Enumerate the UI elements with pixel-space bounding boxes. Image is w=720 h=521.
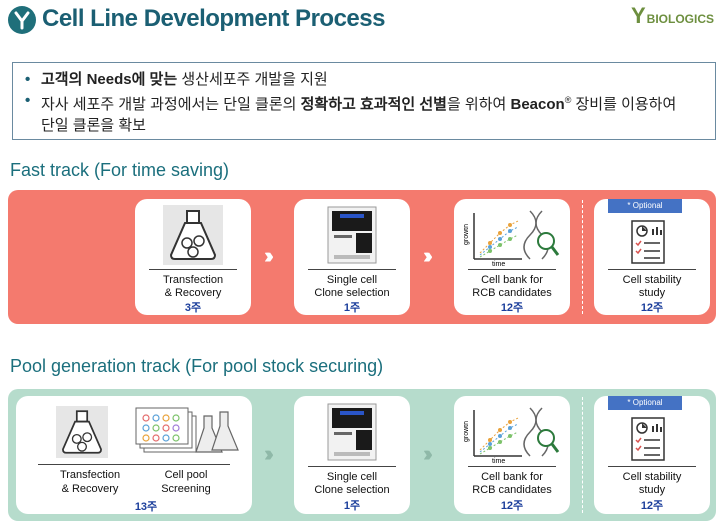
beacon-instrument-icon — [327, 403, 377, 461]
step-label: Cell bank for — [481, 274, 543, 286]
step-label: Cell stability — [622, 274, 682, 286]
report-checklist-icon — [631, 417, 665, 461]
divider — [468, 466, 556, 467]
step-duration: 13주 — [134, 501, 158, 513]
growth-chart-icon: growth time — [464, 404, 560, 464]
bullet-item: • 자사 세포주 개발 과정에서는 단일 클론의 정확하고 효과적인 선별을 위… — [25, 90, 703, 136]
step-label: Transfection — [59, 469, 121, 481]
step-label: & Recovery — [61, 483, 119, 495]
double-chevron-icon: ››› — [264, 441, 274, 466]
chart-y-label: growth — [464, 421, 470, 442]
fast-track-title: Fast track (For time saving) — [10, 160, 230, 180]
optional-badge: * Optional — [608, 199, 682, 213]
step-label: Transfection — [162, 274, 224, 286]
step-duration: 1주 — [343, 302, 361, 314]
flask-icon — [163, 205, 223, 265]
divider — [608, 269, 696, 270]
step-duration: 12주 — [500, 500, 524, 512]
step-label: RCB candidates — [472, 287, 552, 299]
bullet-text-bold: 고객의 Needs에 맞는 — [41, 71, 178, 88]
divider — [308, 466, 396, 467]
step-label: study — [638, 484, 666, 496]
step-card-transfection-pool: Transfection & Recovery Cell pool Screen… — [16, 396, 252, 514]
chart-y-label: growth — [464, 224, 470, 245]
step-label: RCB candidates — [472, 484, 552, 496]
double-chevron-icon: ››› — [423, 243, 433, 268]
step-label: Cell stability — [622, 471, 682, 483]
pool-track-panel: Transfection & Recovery Cell pool Screen… — [8, 389, 716, 521]
divider — [308, 269, 396, 270]
registered-mark: ® — [564, 95, 572, 105]
step-label: Single cell — [326, 274, 378, 286]
double-chevron-icon: ››› — [423, 441, 433, 466]
optional-divider — [582, 397, 583, 513]
brand-mark: Y — [630, 3, 646, 28]
step-duration: 1주 — [343, 500, 361, 512]
step-card-transfection: Transfection & Recovery 3주 — [135, 199, 251, 315]
step-card-cell-bank: growth time Cell bank for RCB candidates… — [454, 396, 570, 514]
bullet-text: 생산세포주 개발을 지원 — [177, 71, 328, 88]
optional-badge: * Optional — [608, 396, 682, 410]
divider — [468, 269, 556, 270]
bullet-text: 단일 클론을 확보 — [41, 117, 146, 134]
flask-icon — [56, 406, 108, 458]
bullet-text: 자사 세포주 개발 과정에서는 단일 클론의 — [41, 96, 301, 113]
step-card-stability: * Optional Cell stability study 12주 — [594, 396, 710, 514]
bullet-text: 장비를 이용하여 — [571, 96, 677, 113]
bullet-item: • 고객의 Needs에 맞는 생산세포주 개발을 지원 — [25, 69, 703, 90]
page-title: Cell Line Development Process — [42, 5, 385, 32]
chart-x-label: time — [492, 261, 505, 267]
step-duration: 12주 — [640, 500, 664, 512]
double-chevron-icon: ››› — [264, 243, 274, 268]
divider — [149, 269, 237, 270]
step-label: Cell bank for — [481, 471, 543, 483]
bullet-text-bold: 정확하고 효과적인 선별 — [300, 96, 447, 113]
step-card-single-cell: Single cell Clone selection 1주 — [294, 396, 410, 514]
step-card-single-cell: Single cell Clone selection 1주 — [294, 199, 410, 315]
step-label: Clone selection — [314, 484, 390, 496]
well-plate-icon — [135, 407, 239, 453]
step-duration: 3주 — [184, 302, 202, 314]
step-duration: 12주 — [500, 302, 524, 314]
pool-track-title: Pool generation track (For pool stock se… — [10, 356, 384, 376]
brand-text: BIOLOGICS — [646, 12, 714, 26]
bullet-dot-icon: • — [25, 71, 31, 88]
optional-divider — [582, 200, 583, 314]
fast-track-panel: Transfection & Recovery 3주 ››› Single ce… — [8, 190, 716, 324]
company-logo-icon — [8, 6, 36, 34]
divider — [38, 464, 230, 465]
brand-logo: Y BIOLOGICS — [630, 3, 714, 28]
growth-chart-icon: growth time — [464, 207, 560, 267]
bullet-text: 을 위하여 — [446, 96, 511, 113]
step-label: & Recovery — [164, 287, 222, 299]
step-label: Clone selection — [314, 287, 390, 299]
step-label: Single cell — [326, 471, 378, 483]
step-label: study — [638, 287, 666, 299]
bullet-dot-icon: • — [25, 92, 31, 109]
divider — [608, 466, 696, 467]
summary-box: • 고객의 Needs에 맞는 생산세포주 개발을 지원 • 자사 세포주 개발… — [12, 62, 716, 140]
step-card-cell-bank: growth time Cell bank for RCB candidates… — [454, 199, 570, 315]
beacon-instrument-icon — [327, 206, 377, 264]
step-label: Cell pool — [164, 469, 208, 481]
step-duration: 12주 — [640, 302, 664, 314]
chart-x-label: time — [492, 458, 505, 464]
report-checklist-icon — [631, 220, 665, 264]
step-label: Screening — [161, 483, 211, 495]
bullet-text-bold: Beacon — [510, 96, 565, 113]
step-card-stability: * Optional Cell stability study 12주 — [594, 199, 710, 315]
